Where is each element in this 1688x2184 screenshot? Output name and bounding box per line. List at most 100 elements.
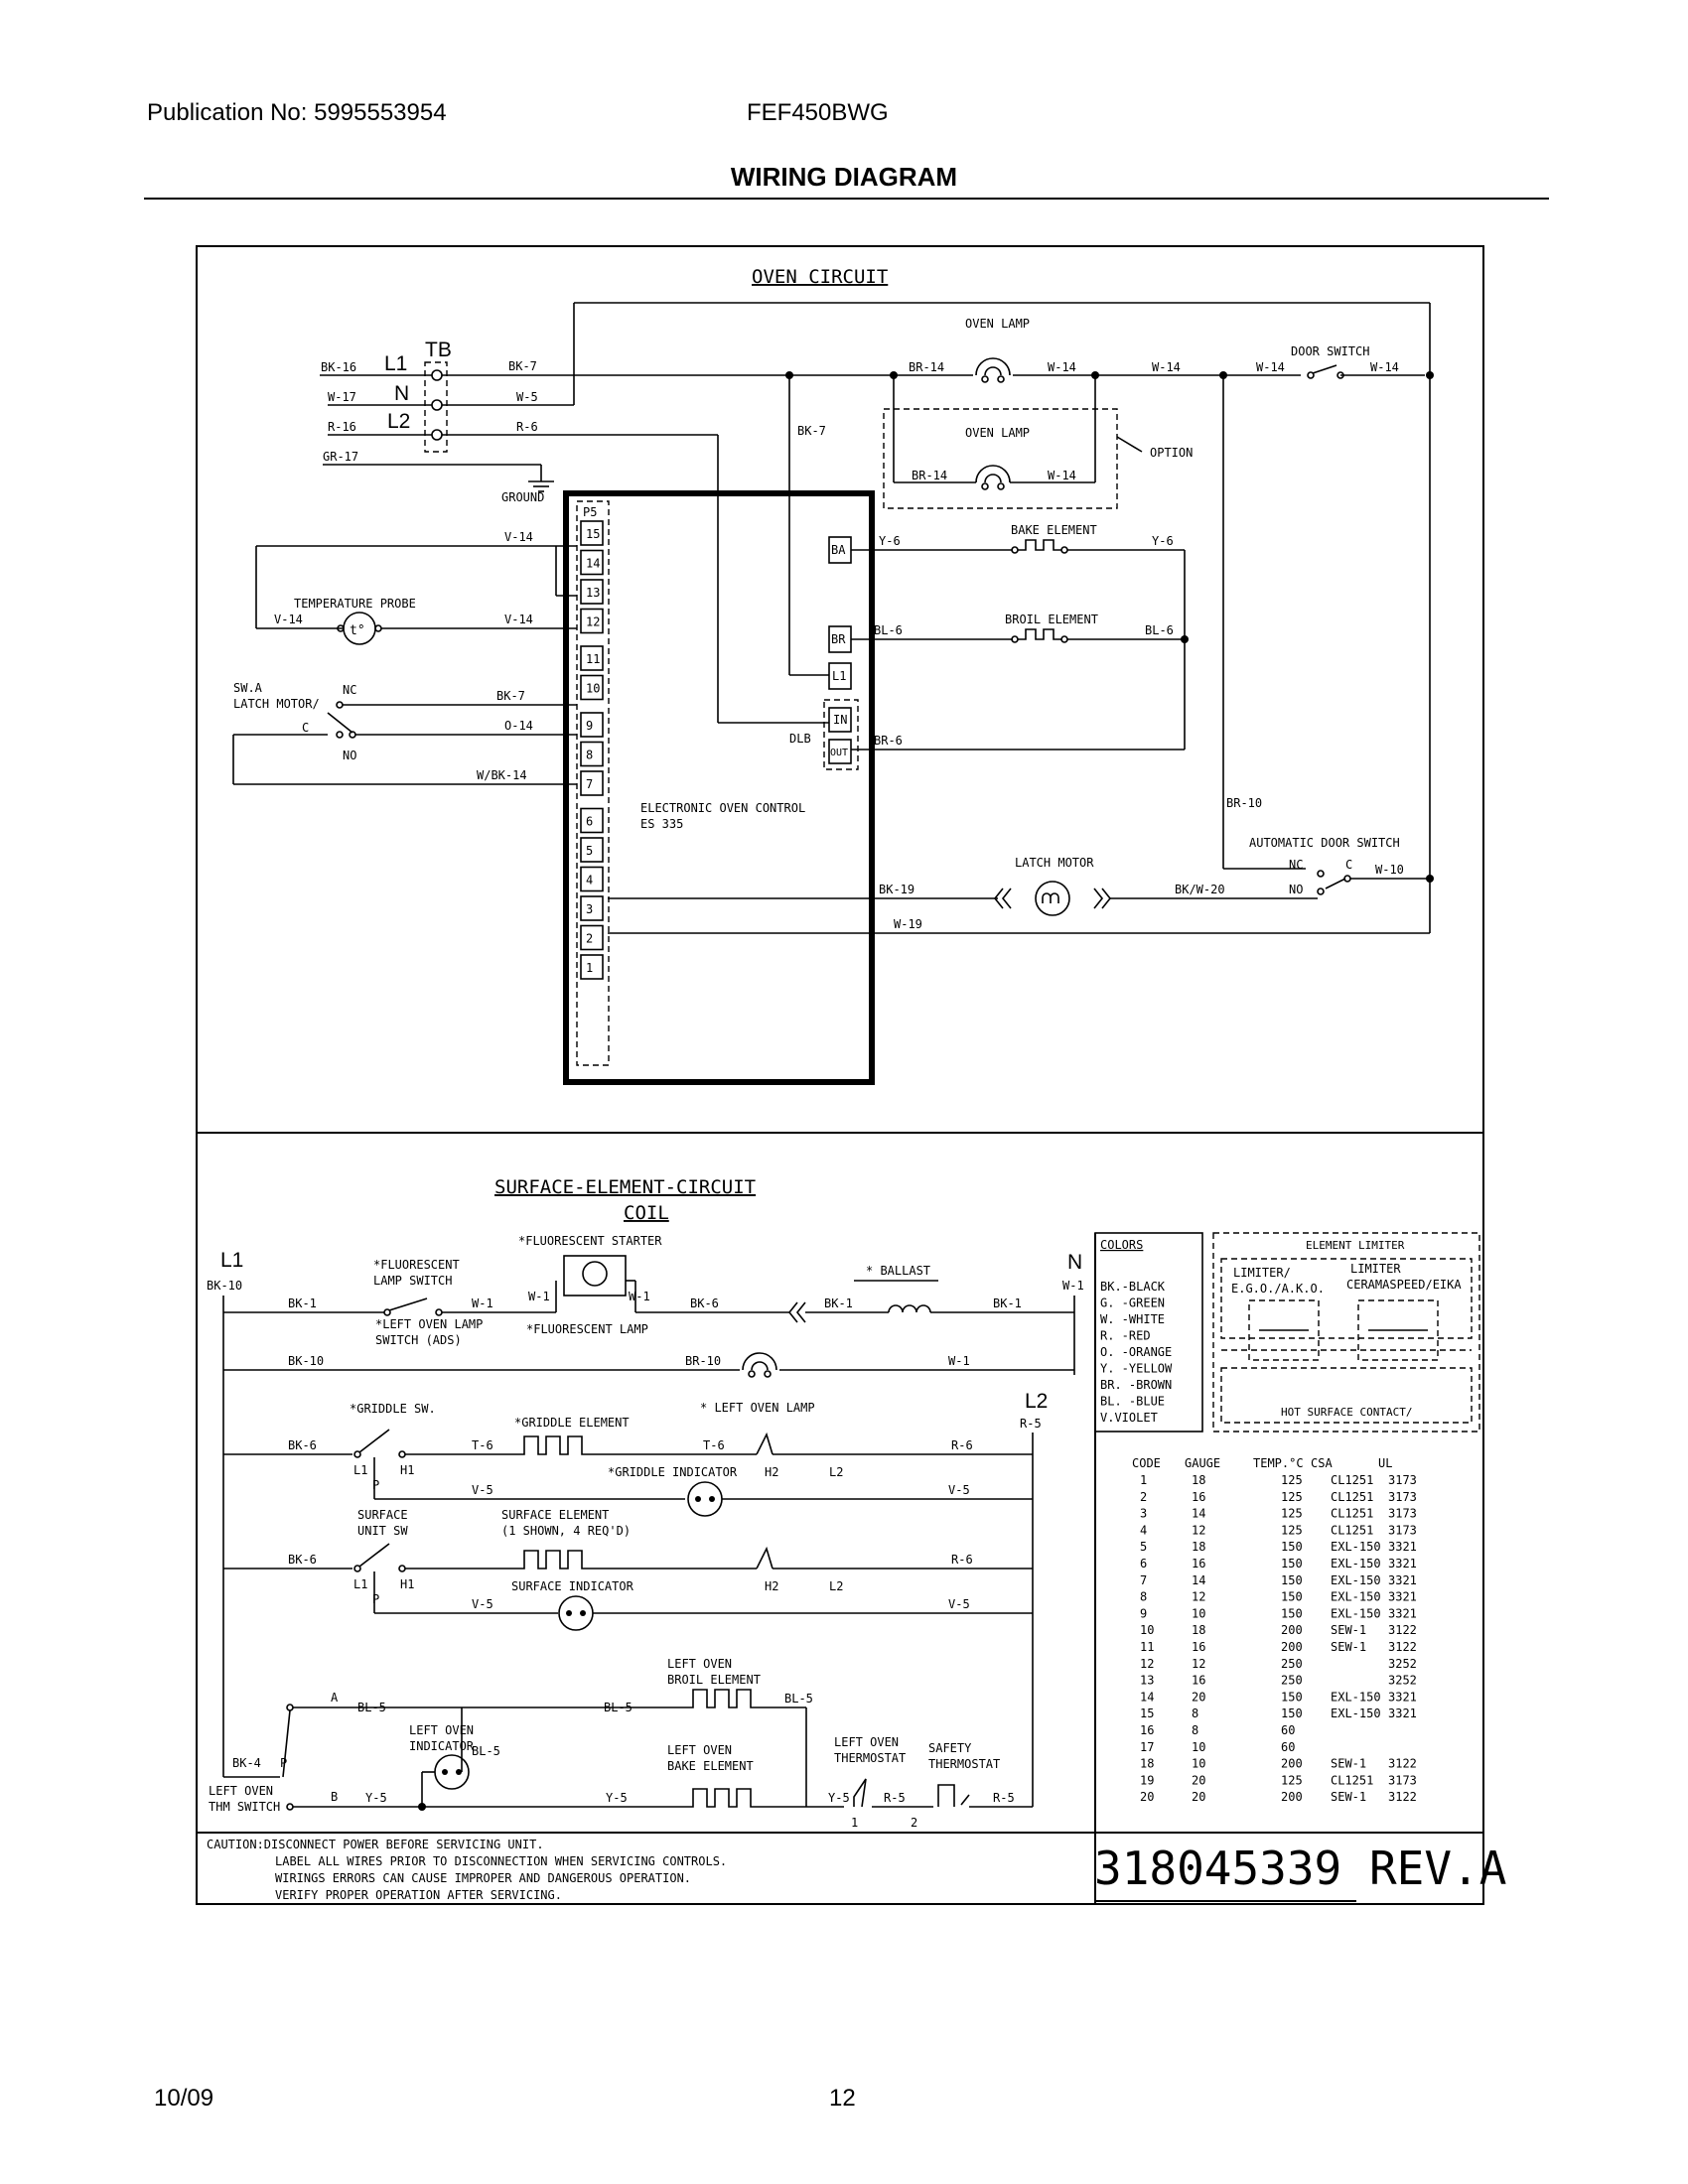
pin-label: 4 [586, 874, 593, 887]
svg-text:W-1: W-1 [629, 1290, 650, 1303]
gauge-cell: 150 [1281, 1573, 1303, 1587]
page-title: WIRING DIAGRAM [730, 162, 958, 192]
svg-text:V-5: V-5 [472, 1597, 493, 1611]
pin-box [580, 895, 604, 921]
svg-text:V-5: V-5 [472, 1483, 493, 1497]
gauge-cell: EXL-150 [1331, 1573, 1381, 1587]
svg-text:N: N [1067, 1251, 1082, 1274]
pin-label: 5 [586, 844, 593, 858]
gauge-cell: 20 [1140, 1790, 1154, 1804]
svg-text:BL-5: BL-5 [784, 1692, 813, 1706]
bake-element-label: BAKE ELEMENT [1011, 523, 1097, 537]
svg-text:BK-16: BK-16 [321, 360, 356, 374]
svg-text:BK-10: BK-10 [207, 1279, 242, 1293]
svg-text:CERAMASPEED/EIKA: CERAMASPEED/EIKA [1346, 1278, 1462, 1292]
svg-text:P: P [372, 1478, 379, 1492]
gauge-cell: 12 [1192, 1590, 1205, 1604]
svg-text:BK-6: BK-6 [288, 1438, 317, 1452]
gauge-cell: SEW-1 [1331, 1640, 1366, 1654]
pin-label: 7 [586, 777, 593, 791]
pin-box [580, 645, 604, 671]
svg-text:T-6: T-6 [472, 1438, 493, 1452]
svg-text:*FLUORESCENT STARTER: *FLUORESCENT STARTER [518, 1234, 662, 1248]
gauge-cell: 12 [1192, 1657, 1205, 1671]
svg-text:BK-4: BK-4 [232, 1756, 261, 1770]
color-item: W. -WHITE [1100, 1312, 1165, 1326]
svg-text:B: B [331, 1790, 338, 1804]
svg-text:L2: L2 [829, 1579, 843, 1593]
gauge-cell: 200 [1281, 1757, 1303, 1771]
svg-text:SURFACE: SURFACE [357, 1508, 408, 1522]
svg-text:R-5: R-5 [993, 1791, 1015, 1805]
surface-circuit-title: SURFACE-ELEMENT-CIRCUIT [494, 1176, 756, 1198]
svg-text:LAMP SWITCH: LAMP SWITCH [373, 1274, 452, 1288]
gauge-cell: 16 [1192, 1640, 1205, 1654]
svg-text:V-14: V-14 [504, 530, 533, 544]
svg-text:R-5: R-5 [1020, 1417, 1042, 1431]
broil-element-label: BROIL ELEMENT [1005, 613, 1098, 626]
svg-text:R-6: R-6 [951, 1553, 973, 1567]
gauge-cell: 8 [1192, 1706, 1198, 1720]
svg-text:NO: NO [1289, 883, 1303, 896]
gauge-cell: 12 [1192, 1523, 1205, 1537]
gauge-cell: 125 [1281, 1507, 1303, 1521]
svg-text:L1: L1 [220, 1249, 243, 1272]
svg-text:NC: NC [1289, 858, 1303, 872]
svg-text:BR-14: BR-14 [912, 469, 947, 482]
svg-text:*FLUORESCENT LAMP: *FLUORESCENT LAMP [526, 1322, 648, 1336]
pin-box [580, 674, 604, 701]
svg-text:BK-1: BK-1 [824, 1297, 853, 1310]
oven-lamp-label: OVEN LAMP [965, 317, 1030, 331]
svg-text:L1: L1 [353, 1463, 367, 1477]
gauge-cell: 2 [1140, 1490, 1147, 1504]
svg-text:SURFACE INDICATOR: SURFACE INDICATOR [511, 1579, 634, 1593]
svg-text:Y-5: Y-5 [828, 1791, 850, 1805]
gauge-cell: 3321 [1388, 1557, 1417, 1570]
svg-text:W-14: W-14 [1048, 360, 1076, 374]
gauge-cell: 3173 [1388, 1507, 1417, 1521]
gauge-cell: 15 [1140, 1706, 1154, 1720]
svg-text:C: C [302, 721, 309, 735]
option-box [883, 408, 1118, 509]
gauge-cell: 16 [1192, 1557, 1205, 1570]
svg-text:W-1: W-1 [528, 1290, 550, 1303]
gauge-header: UL [1378, 1456, 1392, 1470]
svg-text:P5: P5 [583, 505, 597, 519]
gauge-cell: 3321 [1388, 1540, 1417, 1554]
pin-box [580, 924, 604, 951]
svg-text:THM SWITCH: THM SWITCH [209, 1800, 280, 1814]
svg-text:V-14: V-14 [274, 613, 303, 626]
svg-text:V-5: V-5 [948, 1597, 970, 1611]
gauge-header: GAUGE [1185, 1456, 1220, 1470]
svg-text:SURFACE ELEMENT: SURFACE ELEMENT [501, 1508, 609, 1522]
svg-text:*GRIDDLE ELEMENT: *GRIDDLE ELEMENT [514, 1416, 630, 1430]
svg-text:*FLUORESCENT: *FLUORESCENT [373, 1258, 460, 1272]
svg-text:R-6: R-6 [516, 420, 538, 434]
gauge-cell: SEW-1 [1331, 1623, 1366, 1637]
svg-text:W-19: W-19 [894, 917, 922, 931]
gauge-cell: 3122 [1388, 1790, 1417, 1804]
gauge-cell: 13 [1140, 1674, 1154, 1688]
gauge-cell: 200 [1281, 1623, 1303, 1637]
gauge-cell: 3173 [1388, 1773, 1417, 1787]
pin-label: 12 [586, 615, 600, 629]
gauge-cell: 16 [1192, 1490, 1205, 1504]
oven-circuit-title: OVEN CIRCUIT [752, 266, 888, 288]
element-limiter-box [1212, 1232, 1480, 1433]
svg-text:W-1: W-1 [472, 1297, 493, 1310]
color-item: G. -GREEN [1100, 1297, 1165, 1310]
gauge-cell: 200 [1281, 1640, 1303, 1654]
svg-text:BK-6: BK-6 [690, 1297, 719, 1310]
svg-text:H1: H1 [400, 1463, 414, 1477]
svg-text:INDICATOR: INDICATOR [409, 1739, 475, 1753]
svg-text:BR-6: BR-6 [874, 734, 903, 748]
gauge-cell: 20 [1192, 1790, 1205, 1804]
svg-text:C: C [1345, 858, 1352, 872]
publication-number: Publication No: 5995553954 [147, 99, 447, 126]
gauge-cell: 8 [1192, 1723, 1198, 1737]
gauge-cell: 3173 [1388, 1523, 1417, 1537]
gauge-cell: 18 [1192, 1623, 1205, 1637]
gauge-cell: 3321 [1388, 1573, 1417, 1587]
gauge-cell: 14 [1140, 1690, 1154, 1704]
